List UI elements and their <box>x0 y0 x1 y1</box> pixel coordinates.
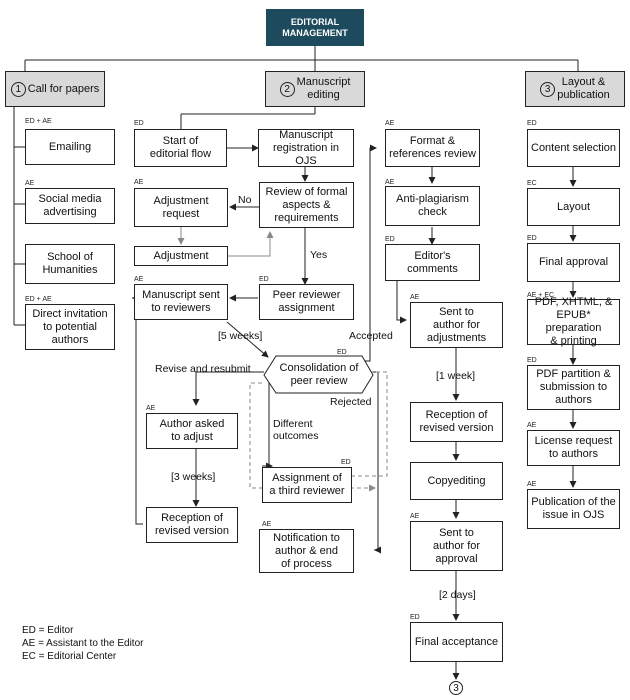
box-final-acceptance: Final acceptance <box>410 622 503 662</box>
role-tag: AE <box>385 179 395 186</box>
role-tag: ED <box>341 459 351 466</box>
label-different-outcomes: Different outcomes <box>273 418 319 442</box>
box-third-reviewer: Assignment of a third reviewer <box>262 467 352 503</box>
section-label: Manuscript editing <box>296 76 351 101</box>
box-layout: Layout <box>527 188 620 226</box>
role-tag: ED <box>134 120 144 127</box>
box-start-editorial-flow: Start of editorial flow <box>134 129 227 167</box>
circled-3-icon: 3 <box>449 681 463 695</box>
box-antiplagiarism: Anti-plagiarism check <box>385 186 480 226</box>
section-label: Layout & publication <box>557 76 610 101</box>
box-consolidation-peer-review: Consolidation of peer review <box>279 362 359 387</box>
role-tag: AE <box>146 405 156 412</box>
role-tag: AE <box>134 276 144 283</box>
label-three-weeks: [3 weeks] <box>171 471 216 483</box>
box-reception-revised-2: Reception of revised version <box>410 402 503 442</box>
legend-editorial-center: EC = Editorial Center <box>22 651 117 662</box>
label-rejected: Rejected <box>330 396 372 408</box>
box-emailing: Emailing <box>25 129 115 165</box>
label-five-weeks: [5 weeks] <box>218 330 263 342</box>
role-tag: ED <box>527 357 537 364</box>
box-author-asked-adjust: Author asked to adjust <box>146 413 238 449</box>
role-tag: AE <box>25 180 35 187</box>
box-editors-comments: Editor's comments <box>385 244 480 281</box>
label-yes: Yes <box>310 249 328 261</box>
role-tag: AE <box>410 513 420 520</box>
role-tag: ED + AE <box>25 296 52 303</box>
label-two-days: [2 days] <box>439 589 476 601</box>
box-manuscript-sent-reviewers: Manuscript sent to reviewers <box>134 284 228 320</box>
role-tag: ED <box>337 349 347 356</box>
box-notification-end: Notification to author & end of process <box>259 529 354 573</box>
box-review-formal: Review of formal aspects & requirements <box>259 182 354 228</box>
box-content-selection: Content selection <box>527 129 620 167</box>
role-tag: ED <box>527 120 537 127</box>
box-adjustment: Adjustment <box>134 246 228 266</box>
box-peer-reviewer-assignment: Peer reviewer assignment <box>259 284 354 320</box>
legend-editor: ED = Editor <box>22 625 74 636</box>
legend-assistant: AE = Assistant to the Editor <box>22 638 144 649</box>
role-tag: ED <box>527 235 537 242</box>
box-license-request: License request to authors <box>527 430 620 466</box>
role-tag: ED + AE <box>25 118 52 125</box>
role-tag: AE <box>527 422 537 429</box>
label-revise-resubmit: Revise and resubmit <box>155 363 251 375</box>
role-tag: EC <box>527 180 537 187</box>
section-number: 2 <box>279 81 295 97</box>
box-sent-author-approval: Sent to author for approval <box>410 521 503 571</box>
label-accepted: Accepted <box>349 330 393 342</box>
role-tag: ED <box>385 236 395 243</box>
role-tag: AE + EC <box>527 292 555 299</box>
box-pdf-partition: PDF partition & submission to authors <box>527 365 620 410</box>
role-tag: AE <box>410 294 420 301</box>
role-tag: AE <box>385 120 395 127</box>
box-sent-author-adjustments: Sent to author for adjustments <box>410 302 503 348</box>
box-pdf-xhtml-epub: PDF, XHTML, & EPUB* preparation & printi… <box>527 296 620 347</box>
box-social-media: Social media advertising <box>25 188 115 224</box>
box-adjustment-request: Adjustment request <box>134 188 228 227</box>
label-no: No <box>238 194 252 206</box>
box-school-humanities: School of Humanities <box>25 244 115 284</box>
box-final-approval: Final approval <box>527 243 620 282</box>
box-publication-ojs: Publication of the issue in OJS <box>527 489 620 529</box>
box-manuscript-registration: Manuscript registration in OJS <box>258 129 354 167</box>
box-direct-invitation: Direct invitation to potential authors <box>25 304 115 350</box>
role-tag: ED <box>259 276 269 283</box>
role-tag: ED <box>410 614 420 621</box>
consolidation-hexagon <box>263 355 374 394</box>
role-tag: AE <box>262 521 272 528</box>
box-reception-revised-1: Reception of revised version <box>146 507 238 543</box>
section-label: Call for papers <box>27 82 100 95</box>
box-copyediting: Copyediting <box>410 462 503 500</box>
role-tag: AE <box>134 179 144 186</box>
section-number: 3 <box>540 81 556 97</box>
section-number: 1 <box>10 81 26 97</box>
box-format-references: Format & references review <box>385 129 480 167</box>
role-tag: AE <box>527 481 537 488</box>
label-one-week: [1 week] <box>436 370 476 382</box>
diagram-title: EDITORIAL MANAGEMENT <box>266 9 364 46</box>
